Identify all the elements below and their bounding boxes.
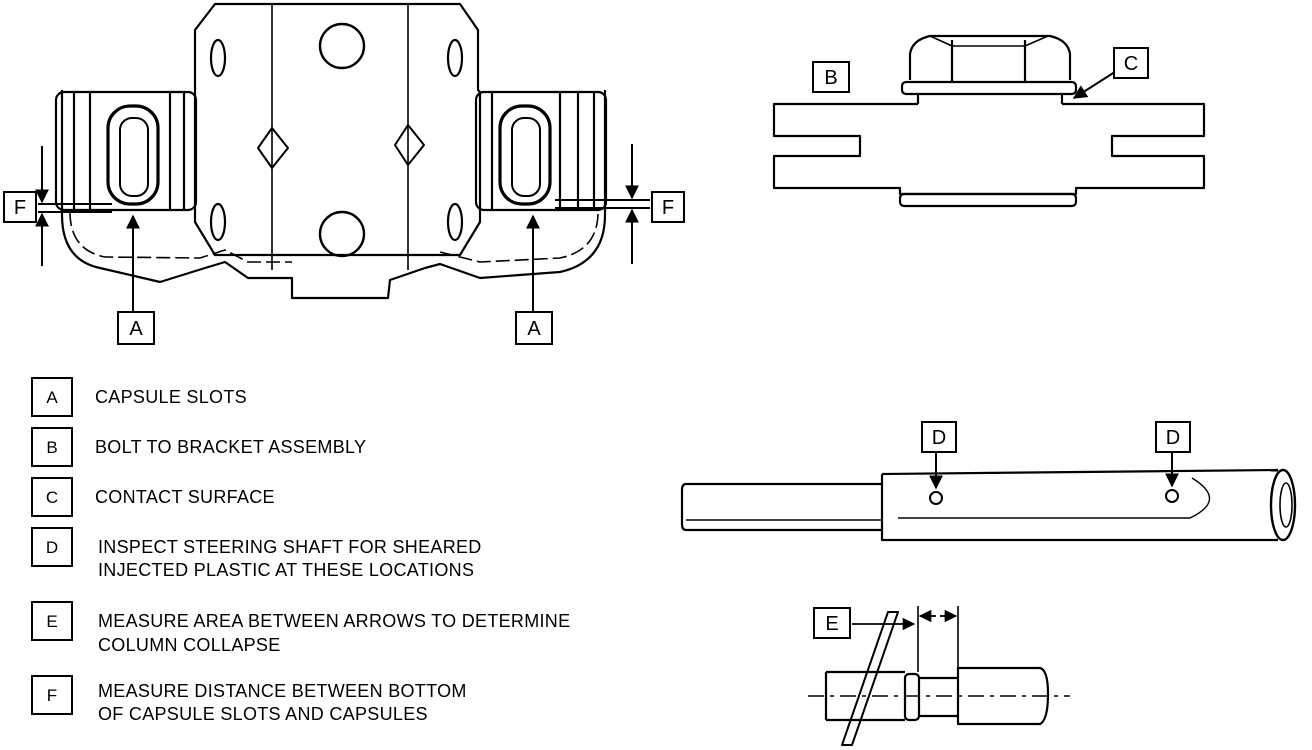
svg-text:CAPSULE SLOTS: CAPSULE SLOTS: [95, 387, 247, 407]
svg-text:A: A: [46, 388, 58, 407]
legend-item-e: E MEASURE AREA BETWEEN ARROWS TO DETERMI…: [31, 601, 570, 655]
callout-d-left: D: [921, 421, 957, 453]
svg-text:F: F: [14, 197, 26, 219]
svg-text:CONTACT SURFACE: CONTACT SURFACE: [95, 487, 275, 507]
collapse-detail-drawing: [808, 606, 1070, 746]
svg-text:OF CAPSULE SLOTS AND CAPSULES: OF CAPSULE SLOTS AND CAPSULES: [98, 704, 428, 724]
svg-text:INJECTED PLASTIC AT THESE LOCA: INJECTED PLASTIC AT THESE LOCATIONS: [98, 560, 474, 580]
a-leaders: [126, 214, 540, 312]
capsule-left: [54, 90, 198, 212]
callout-f-left: F: [3, 191, 37, 223]
svg-text:C: C: [1124, 53, 1138, 75]
bracket-drawing: [38, 2, 650, 300]
svg-text:D: D: [932, 427, 946, 449]
upper-plate: [772, 102, 1206, 196]
capsule-slot-left: [106, 104, 160, 206]
svg-text:D: D: [1166, 427, 1180, 449]
capsule-slot-right: [498, 104, 552, 206]
legend-item-a: A CAPSULE SLOTS: [31, 377, 247, 417]
bracket-plate: [193, 2, 482, 257]
steering-shaft-drawing: [680, 468, 1297, 542]
legend-item-c: C CONTACT SURFACE: [31, 477, 275, 517]
c-leader: [1072, 69, 1119, 99]
bracket-outline: [60, 90, 607, 300]
bracket-inner-edge: [69, 211, 599, 263]
svg-text:A: A: [527, 318, 541, 340]
svg-text:E: E: [825, 613, 838, 635]
d-leaders: [929, 452, 1179, 490]
legend-item-b: B BOLT TO BRACKET ASSEMBLY: [31, 427, 366, 467]
callout-c: C: [1113, 47, 1149, 79]
svg-text:MEASURE DISTANCE BETWEEN BOTTO: MEASURE DISTANCE BETWEEN BOTTOM: [98, 681, 467, 701]
hex-nut: [908, 34, 1072, 80]
legend-item-f: F MEASURE DISTANCE BETWEEN BOTTOM OF CAP…: [31, 675, 467, 724]
svg-text:C: C: [46, 488, 58, 507]
svg-text:D: D: [46, 538, 58, 557]
svg-text:B: B: [46, 438, 57, 457]
legend-item-d: D INSPECT STEERING SHAFT FOR SHEARED INJ…: [31, 527, 482, 580]
svg-text:INSPECT STEERING SHAFT FOR SHE: INSPECT STEERING SHAFT FOR SHEARED: [98, 537, 482, 557]
callout-a-right: A: [515, 311, 553, 345]
svg-text:F: F: [47, 686, 57, 705]
callout-d-right: D: [1155, 421, 1191, 453]
svg-text:MEASURE AREA BETWEEN ARROWS TO: MEASURE AREA BETWEEN ARROWS TO DETERMINE: [98, 611, 570, 631]
e-dimension-arrows: [852, 609, 958, 631]
bolt-section-drawing: [772, 34, 1206, 208]
svg-text:E: E: [46, 612, 57, 631]
svg-text:B: B: [824, 67, 837, 89]
callout-e: E: [813, 607, 851, 639]
svg-text:BOLT TO BRACKET ASSEMBLY: BOLT TO BRACKET ASSEMBLY: [95, 437, 366, 457]
svg-text:A: A: [129, 318, 143, 340]
callout-f-right: F: [651, 191, 685, 223]
capsule-right: [474, 90, 608, 212]
legend: A CAPSULE SLOTS B BOLT TO BRACKET ASSEMB…: [31, 377, 570, 724]
callout-b: B: [812, 61, 850, 93]
svg-text:F: F: [662, 197, 674, 219]
svg-text:COLUMN COLLAPSE: COLUMN COLLAPSE: [98, 635, 281, 655]
callout-a-left: A: [117, 311, 155, 345]
